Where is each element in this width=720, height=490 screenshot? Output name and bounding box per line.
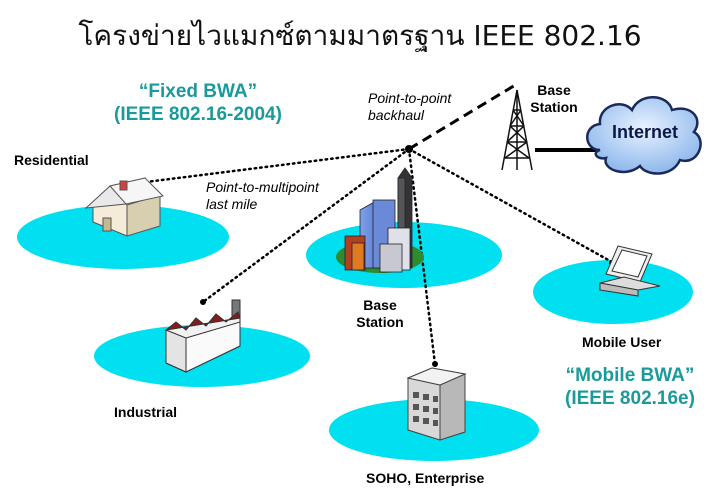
factory-icon <box>164 299 241 373</box>
base-station-tower-label: Base Station <box>514 82 594 116</box>
office-building-icon <box>406 367 467 441</box>
residential-area <box>17 205 229 269</box>
base-station-center-label: Base Station <box>340 297 420 331</box>
base-station-center-line2: Station <box>356 314 404 330</box>
laptop-icon <box>599 245 661 297</box>
industrial-label: Industrial <box>114 404 178 420</box>
backhaul-label-line2: backhaul <box>368 107 425 123</box>
soho-label: SOHO, Enterprise <box>366 470 485 486</box>
backhaul-label: Point-to-point backhaul <box>368 90 451 124</box>
city-buildings-icon <box>336 167 424 273</box>
mobile-bwa-label: “Mobile BWA” (IEEE 802.16e) <box>540 364 720 410</box>
residential-label: Residential <box>14 152 89 168</box>
house-icon <box>84 177 165 237</box>
base-station-tower-line2: Station <box>530 99 578 115</box>
base-station-tower-line1: Base <box>537 82 571 98</box>
fixed-bwa-title: “Fixed BWA” <box>138 81 258 102</box>
antenna-tower-icon <box>501 89 533 171</box>
point-to-multipoint-links <box>136 147 614 366</box>
cloud-icon <box>586 96 702 175</box>
last-mile-label-line2: last mile <box>206 196 258 212</box>
internet-label: Internet <box>611 122 678 142</box>
backhaul-link <box>408 82 518 151</box>
mobile-bwa-standard: (IEEE 802.16e) <box>565 388 695 409</box>
last-mile-label-line1: Point-to-multipoint <box>206 179 319 195</box>
mobile-user-label: Mobile User <box>582 334 662 350</box>
base-station-center-line1: Base <box>363 297 397 313</box>
page-title: โครงข่ายไวแมกซ์ตามมาตรฐาน IEEE 802.16 <box>78 19 642 52</box>
fixed-bwa-label: “Fixed BWA” (IEEE 802.16-2004) <box>88 80 308 126</box>
last-mile-label: Point-to-multipoint last mile <box>206 179 319 213</box>
fixed-bwa-standard: (IEEE 802.16-2004) <box>114 104 282 125</box>
backhaul-label-line1: Point-to-point <box>368 90 452 106</box>
mobile-bwa-title: “Mobile BWA” <box>565 365 695 386</box>
